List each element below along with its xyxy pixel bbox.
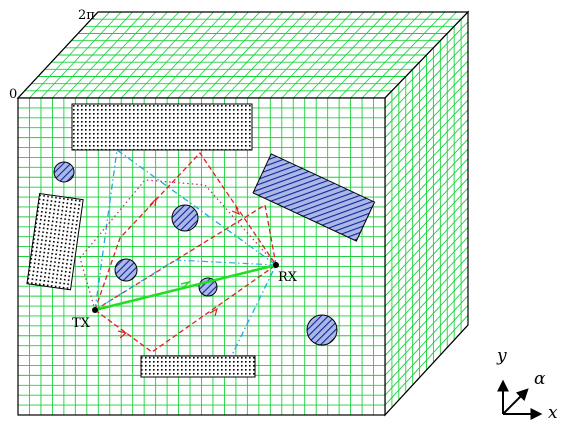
top-corner-label: 2π xyxy=(78,8,95,23)
dotted-obstacle-top xyxy=(71,103,253,151)
alpha-axis-arrow xyxy=(502,388,529,415)
hatched-scatterer-2 xyxy=(171,204,199,232)
path-arrow-4 xyxy=(209,307,218,317)
left-corner-label: 0 xyxy=(9,87,17,102)
path-arrow-2 xyxy=(231,206,241,216)
direct-path-arrow xyxy=(180,280,192,289)
hatched-obstacle xyxy=(252,153,376,242)
propagation-paths xyxy=(79,148,277,356)
x-axis-label: x xyxy=(548,403,558,423)
axis-glyph: y x α xyxy=(496,346,558,423)
obstacles xyxy=(26,103,376,378)
cube-right-face xyxy=(384,10,469,417)
alpha-axis-label: α xyxy=(534,369,546,389)
red-dashed-path-middle xyxy=(94,203,277,311)
cube-top-face xyxy=(16,11,470,99)
dotted-obstacle-bottom xyxy=(140,355,256,378)
rx-point xyxy=(273,262,279,268)
tx-point xyxy=(92,307,98,313)
direct-path xyxy=(94,263,277,312)
hatched-scatterer-1 xyxy=(53,161,75,183)
hatched-scatterer-5 xyxy=(306,314,338,346)
y-axis-label: y xyxy=(496,346,507,366)
red-dashed-path-lower xyxy=(94,264,277,353)
cyan-dashdot-path xyxy=(94,148,277,356)
path-arrow-1 xyxy=(149,197,157,207)
tx-label: TX xyxy=(72,316,91,331)
magenta-dotted-path xyxy=(79,179,277,311)
hatched-scatterer-3 xyxy=(114,258,138,282)
red-dashed-path-upper xyxy=(94,151,277,311)
path-arrow-3 xyxy=(117,330,128,339)
rx-label: RX xyxy=(278,270,298,285)
dotted-obstacle-left xyxy=(26,192,84,291)
cyan-dashdot-path-2 xyxy=(94,259,277,311)
